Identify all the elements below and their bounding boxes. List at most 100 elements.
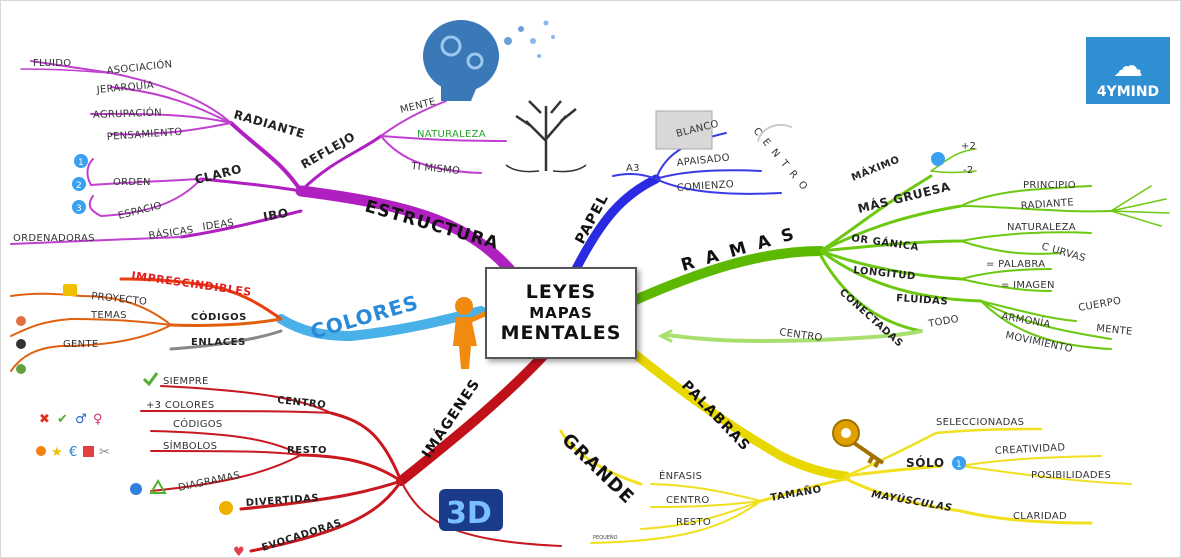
papel-main-line — [571, 174, 661, 274]
espacio-label: ESPACIO — [117, 200, 163, 221]
reflejo-label: REFLEJO — [299, 129, 358, 171]
diagramas-label: DIAGRAMAS — [177, 470, 241, 494]
ramas-mente-label: MENTE — [1096, 323, 1133, 338]
solo-label: SÓLO — [906, 455, 945, 470]
check-icon — [142, 372, 159, 387]
pie-chart-icon — [130, 483, 142, 495]
palabra-label: = PALABRA — [986, 259, 1045, 270]
enlaces-label: ENLACES — [191, 337, 246, 348]
creatividad-label: CREATIVIDAD — [995, 442, 1066, 457]
agrupacion-label: AGRUPACIÓN — [93, 106, 162, 121]
enfasis-label: ÉNFASIS — [659, 469, 702, 482]
tamano-label: TAMAÑO — [769, 482, 822, 504]
imagen-label: = IMAGEN — [1001, 280, 1055, 291]
palabras-branch — [559, 346, 1132, 544]
imagenes-resto-label: RESTO — [287, 445, 327, 456]
organica-label: OR GÁNICA — [851, 231, 920, 253]
cross-icon: ✖ — [39, 412, 50, 427]
male-icon: ♂ — [75, 412, 87, 427]
colores-main-line — [276, 306, 486, 342]
colores-people-icons — [16, 284, 77, 374]
asociacion-label: ASOCIACIÓN — [106, 57, 173, 77]
3d-badge-icon: 3D — [439, 489, 503, 531]
central-topic: LEYES MAPAS MENTALES — [485, 267, 637, 359]
claridad-label: CLARIDAD — [1013, 511, 1067, 522]
solo-number: 1 — [956, 460, 962, 470]
colores3-label: +3 COLORES — [146, 400, 214, 411]
pensamiento-label: PENSAMIENTO — [106, 127, 182, 143]
mayusculas-label: MAYÚSCULAS — [870, 487, 953, 514]
center-line-2: MAPAS — [529, 304, 593, 322]
logo-text: 4YMIND — [1096, 84, 1160, 100]
centro-arc-label: C E N T R O — [751, 126, 811, 194]
palabras-centro-label: CENTRO — [666, 495, 710, 506]
svg-text:1: 1 — [78, 158, 84, 168]
heart-icon: ♥ — [233, 545, 245, 558]
svg-text:3: 3 — [76, 204, 82, 214]
cloud-brain-icon: ☁ — [1113, 49, 1143, 84]
principio-label: PRINCIPIO — [1023, 180, 1076, 191]
mail-icon — [83, 446, 94, 457]
curvas-label: C URVAS — [1040, 241, 1087, 264]
pequeno-label: PEQUEÑO — [593, 534, 618, 541]
divertidas-label: DIVERTIDAS — [245, 493, 319, 509]
ideas-label: IDEAS — [202, 218, 235, 233]
center-line-1: LEYES — [525, 281, 597, 304]
ti-mismo-label: TI MISMO — [410, 161, 461, 177]
colores-branch — [10, 277, 486, 372]
siempre-label: SIEMPRE — [163, 376, 209, 387]
apaisado-label: APAISADO — [676, 152, 730, 169]
person-icon — [16, 339, 26, 349]
solo-info-icon — [952, 456, 966, 470]
estructura-main-line — [295, 185, 517, 277]
smiley-icon — [219, 501, 233, 515]
imprescindibles-label: IMPRESCINDIBLES — [131, 269, 253, 299]
papel-branch — [571, 123, 792, 274]
bulb-icon — [36, 446, 46, 456]
blank-paper-icon — [655, 110, 713, 150]
person-icon — [16, 316, 26, 326]
folder-icon — [63, 284, 77, 296]
fluidas-label: FLUIDAS — [896, 293, 949, 308]
seleccionadas-label: SELECCIONADAS — [936, 417, 1024, 428]
longitud-label: LONGITUD — [853, 265, 917, 283]
svg-text:2: 2 — [76, 181, 82, 191]
grande-label: GRANDE — [558, 429, 639, 508]
imagenes-centro-label: CENTRO — [277, 395, 327, 411]
comienzo-label: COMIENZO — [676, 179, 734, 194]
imagenes-branch — [140, 348, 562, 553]
cuerpo-label: CUERPO — [1078, 296, 1123, 314]
claro-number-badges: 1 2 3 — [72, 154, 88, 214]
tools-icon: ✂ — [99, 445, 110, 460]
ramas-main-line — [628, 246, 826, 306]
ordenadoras-label: ORDENADORAS — [13, 233, 95, 244]
estructura-branch — [10, 60, 517, 277]
a3-label: A3 — [626, 163, 640, 174]
person-icon — [16, 364, 26, 374]
triangle-icon — [149, 479, 167, 494]
naturaleza-label: NATURALEZA — [417, 129, 486, 140]
todo-label: TODO — [927, 314, 960, 330]
imagenes-mini-icons: ✖ ✔ ♂ ♀ ★ € ✂ ♥ — [36, 372, 245, 558]
minus2-label: -2 — [963, 165, 974, 176]
orden-label: ORDEN — [113, 177, 151, 188]
palabras-main-line — [626, 346, 851, 481]
ramas-naturaleza-label: NATURALEZA — [1007, 222, 1076, 233]
maximo-info-icon — [931, 152, 945, 166]
svg-text:3D: 3D — [446, 496, 492, 531]
ramas-radiante-label: RADIANTE — [1020, 197, 1074, 212]
pointing-figure-icon — [453, 297, 489, 369]
palabras-resto-label: RESTO — [676, 517, 711, 528]
center-line-3: MENTALES — [500, 322, 622, 344]
temas-label: TEMAS — [90, 310, 127, 321]
ramas-branch — [628, 148, 1170, 350]
4ymind-logo: ☁ 4YMIND — [1086, 37, 1170, 104]
check-icon: ✔ — [57, 412, 68, 427]
ibo-label: IBO — [262, 206, 290, 224]
palabras-label: PALABRAS — [678, 378, 753, 455]
proyecto-label: PROYECTO — [91, 291, 148, 308]
plus2-label: +2 — [961, 141, 976, 152]
posibilidades-label: POSIBILIDADES — [1031, 470, 1111, 481]
